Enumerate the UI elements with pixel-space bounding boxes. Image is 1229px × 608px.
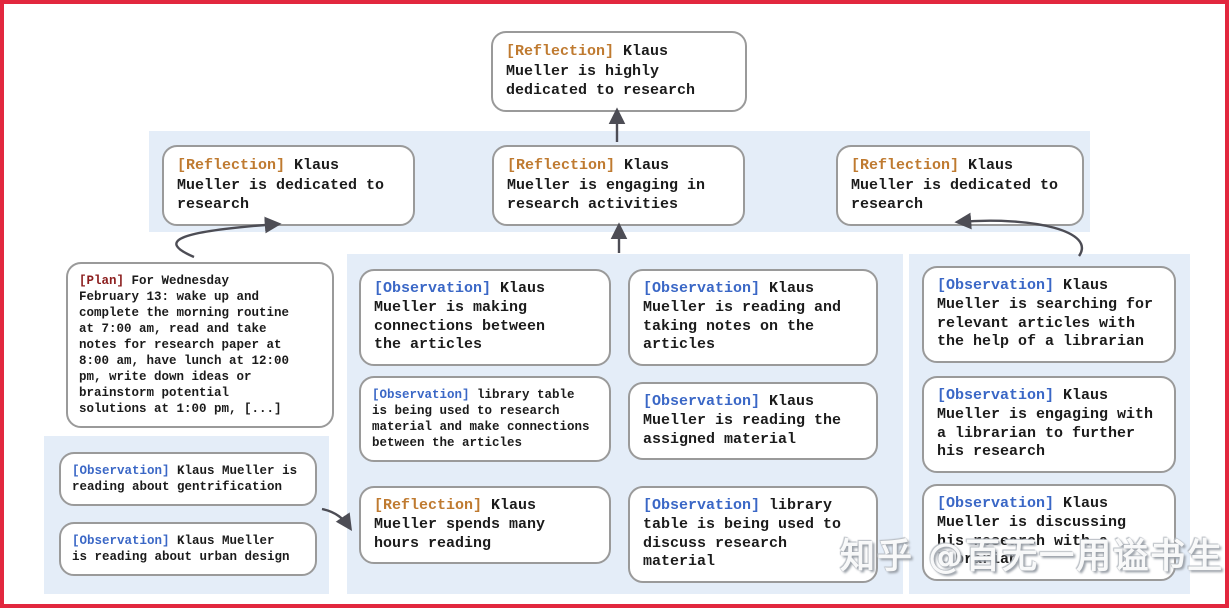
node-plan: [Plan] For Wednesday February 13: wake u… xyxy=(66,262,334,428)
node-text: Klaus Mueller is dedicated to research xyxy=(851,157,1059,213)
observation-tag: [Observation] xyxy=(937,277,1055,294)
reflection-tag: [Reflection] xyxy=(177,157,286,174)
node-text: Klaus Mueller is highly dedicated to res… xyxy=(506,43,696,99)
node-obs-taking-notes: [Observation] Klaus Mueller is reading a… xyxy=(628,269,878,366)
node-text: Klaus Mueller is reading the assigned ma… xyxy=(643,393,842,448)
node-reflection-right: [Reflection] Klaus Mueller is dedicated … xyxy=(836,145,1084,226)
zhihu-watermark: 知乎 @百无一用谥书生 xyxy=(840,537,1225,577)
node-text: Klaus Mueller spends many hours reading xyxy=(374,497,546,552)
reflection-tag: [Reflection] xyxy=(374,497,483,514)
observation-tag: [Observation] xyxy=(372,388,470,402)
observation-tag: [Observation] xyxy=(72,464,170,478)
plan-tag: [Plan] xyxy=(79,274,125,288)
observation-tag: [Observation] xyxy=(937,495,1055,512)
observation-tag: [Observation] xyxy=(937,387,1055,404)
node-obs-engaging-librarian: [Observation] Klaus Mueller is engaging … xyxy=(922,376,1176,473)
node-reflection-middle: [Reflection] Klaus Mueller is engaging i… xyxy=(492,145,745,226)
node-reflection-left: [Reflection] Klaus Mueller is dedicated … xyxy=(162,145,415,226)
node-text: Klaus Mueller is searching for relevant … xyxy=(937,277,1154,351)
node-text: Klaus Mueller is discussing his research… xyxy=(937,495,1127,569)
node-obs-urban-design: [Observation] Klaus Mueller is reading a… xyxy=(59,522,317,576)
node-text: Klaus Mueller is making connections betw… xyxy=(374,280,546,354)
node-text: Klaus Mueller is engaging in research ac… xyxy=(507,157,706,213)
reflection-tag: [Reflection] xyxy=(851,157,960,174)
node-text: library table is being used to research … xyxy=(372,388,590,450)
node-text: Klaus Mueller is dedicated to research xyxy=(177,157,385,213)
observation-tag: [Observation] xyxy=(72,534,170,548)
node-text: Klaus Mueller is engaging with a librari… xyxy=(937,387,1154,461)
reflection-tag: [Reflection] xyxy=(507,157,616,174)
observation-tag: [Observation] xyxy=(643,393,761,410)
node-text: For Wednesday February 13: wake up and c… xyxy=(79,274,290,416)
node-text: Klaus Mueller is reading and taking note… xyxy=(643,280,842,354)
node-obs-library-research: [Observation] library table is being use… xyxy=(359,376,611,462)
observation-tag: [Observation] xyxy=(374,280,492,297)
node-obs-library-discuss: [Observation] library table is being use… xyxy=(628,486,878,583)
node-reflection-hours-reading: [Reflection] Klaus Mueller spends many h… xyxy=(359,486,611,565)
node-obs-gentrification: [Observation] Klaus Mueller is reading a… xyxy=(59,452,317,506)
node-obs-discussing-librarian: [Observation] Klaus Mueller is discussin… xyxy=(922,484,1176,581)
node-text: Klaus Mueller is reading about gentrific… xyxy=(72,464,298,494)
observation-tag: [Observation] xyxy=(643,497,761,514)
node-text: library table is being used to discuss r… xyxy=(643,497,842,571)
observation-tag: [Observation] xyxy=(643,280,761,297)
node-text: Klaus Mueller is reading about urban des… xyxy=(72,534,290,564)
node-obs-assigned-material: [Observation] Klaus Mueller is reading t… xyxy=(628,382,878,461)
node-obs-connections: [Observation] Klaus Mueller is making co… xyxy=(359,269,611,366)
node-obs-searching-articles: [Observation] Klaus Mueller is searching… xyxy=(922,266,1176,363)
reflection-tag: [Reflection] xyxy=(506,43,615,60)
node-root-reflection: [Reflection] Klaus Mueller is highly ded… xyxy=(491,31,747,112)
